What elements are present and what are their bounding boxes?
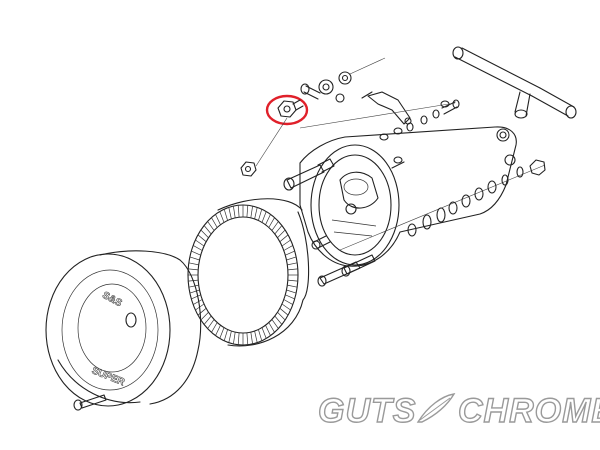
support-bar bbox=[452, 46, 577, 119]
cover-emblem-bottom: SUPER bbox=[90, 365, 127, 388]
filter-pleat bbox=[223, 329, 228, 341]
filter-pleat bbox=[237, 332, 240, 345]
filter-pleat bbox=[193, 299, 203, 305]
filter-pleat bbox=[277, 229, 286, 238]
cover-emblem-top: S&S bbox=[100, 290, 124, 310]
filter-pleat bbox=[258, 329, 263, 341]
filter-pleat bbox=[188, 268, 199, 271]
filter-pleat bbox=[246, 205, 249, 218]
filter-pleat bbox=[233, 206, 236, 218]
filter-pleat bbox=[271, 221, 279, 231]
filter-pleat bbox=[207, 221, 215, 231]
filter-pleat bbox=[274, 315, 283, 325]
upper-washer-row bbox=[299, 99, 460, 141]
filter-pleat bbox=[219, 327, 225, 339]
filter-pleat bbox=[286, 289, 297, 294]
filter-pleat bbox=[188, 262, 199, 266]
filter-pleat bbox=[258, 209, 263, 221]
filter-pleat bbox=[211, 322, 218, 333]
filter-pleat bbox=[254, 330, 258, 343]
filter-pleat bbox=[188, 284, 199, 288]
filter-element bbox=[187, 198, 310, 347]
filter-pleat bbox=[287, 268, 298, 271]
filter-pleat bbox=[197, 308, 207, 316]
filter-pleat bbox=[215, 325, 221, 336]
mounting-bracket bbox=[361, 91, 412, 125]
filter-pleat bbox=[195, 239, 205, 247]
filter-pleat bbox=[219, 211, 225, 223]
filter-pleat bbox=[237, 205, 240, 218]
filter-pleat bbox=[191, 294, 201, 300]
feather-icon bbox=[416, 393, 456, 423]
filter-pleat bbox=[261, 327, 267, 339]
watermark-left-word: GUTS bbox=[318, 392, 416, 430]
filter-pleat bbox=[287, 262, 298, 266]
filter-pleat bbox=[189, 256, 200, 261]
filter-pleat bbox=[287, 279, 298, 282]
filter-pleat bbox=[261, 211, 267, 223]
filter-pleat bbox=[268, 217, 275, 228]
filter-pleat bbox=[223, 209, 228, 221]
filter-pleat bbox=[274, 225, 283, 235]
filter-pleat bbox=[250, 206, 253, 218]
filter-pleat bbox=[283, 299, 293, 305]
left-nut bbox=[240, 117, 288, 177]
breather-stud bbox=[283, 158, 335, 191]
air-cleaner-cover: S&S SUPER bbox=[45, 250, 202, 407]
lower-bolts bbox=[311, 235, 376, 287]
backing-plate bbox=[299, 126, 517, 267]
filter-pleat bbox=[277, 312, 286, 321]
filter-pleat bbox=[228, 330, 232, 343]
filter-pleat bbox=[283, 245, 293, 251]
filter-pleat bbox=[268, 322, 275, 333]
filter-pleat bbox=[189, 289, 200, 294]
filter-pleat bbox=[211, 217, 218, 228]
filter-pleat bbox=[228, 207, 232, 220]
filter-pleat bbox=[281, 239, 291, 247]
filter-pleat bbox=[285, 294, 295, 300]
filter-pleat bbox=[193, 245, 203, 251]
filter-pleat bbox=[279, 234, 289, 242]
filter-pleat bbox=[254, 207, 258, 220]
brand-watermark: GUTS CHROME bbox=[317, 391, 600, 430]
highlighted-nut bbox=[265, 94, 309, 126]
watermark-right-word: CHROME bbox=[458, 392, 600, 430]
filter-pleat bbox=[203, 225, 212, 235]
filter-pleat bbox=[200, 229, 209, 238]
filter-pleat bbox=[287, 284, 298, 288]
filter-pleat bbox=[271, 319, 279, 329]
filter-pleat bbox=[246, 332, 249, 345]
filter-pleat bbox=[191, 250, 201, 256]
top-hardware-stack bbox=[300, 57, 386, 103]
filter-pleat bbox=[200, 312, 209, 321]
filter-pleat bbox=[215, 214, 221, 225]
cover-screw bbox=[73, 394, 107, 411]
filter-pleat bbox=[279, 308, 289, 316]
lower-washer-row bbox=[339, 159, 546, 251]
filter-pleat bbox=[207, 319, 215, 329]
filter-pleat bbox=[197, 234, 207, 242]
filter-pleat bbox=[233, 332, 236, 344]
filter-pleat bbox=[203, 315, 212, 325]
filter-pleat bbox=[265, 214, 271, 225]
filter-pleat bbox=[285, 250, 295, 256]
filter-pleat bbox=[286, 256, 297, 261]
filter-pleat bbox=[250, 332, 253, 344]
filter-pleat bbox=[281, 303, 291, 311]
filter-pleat bbox=[265, 325, 271, 336]
